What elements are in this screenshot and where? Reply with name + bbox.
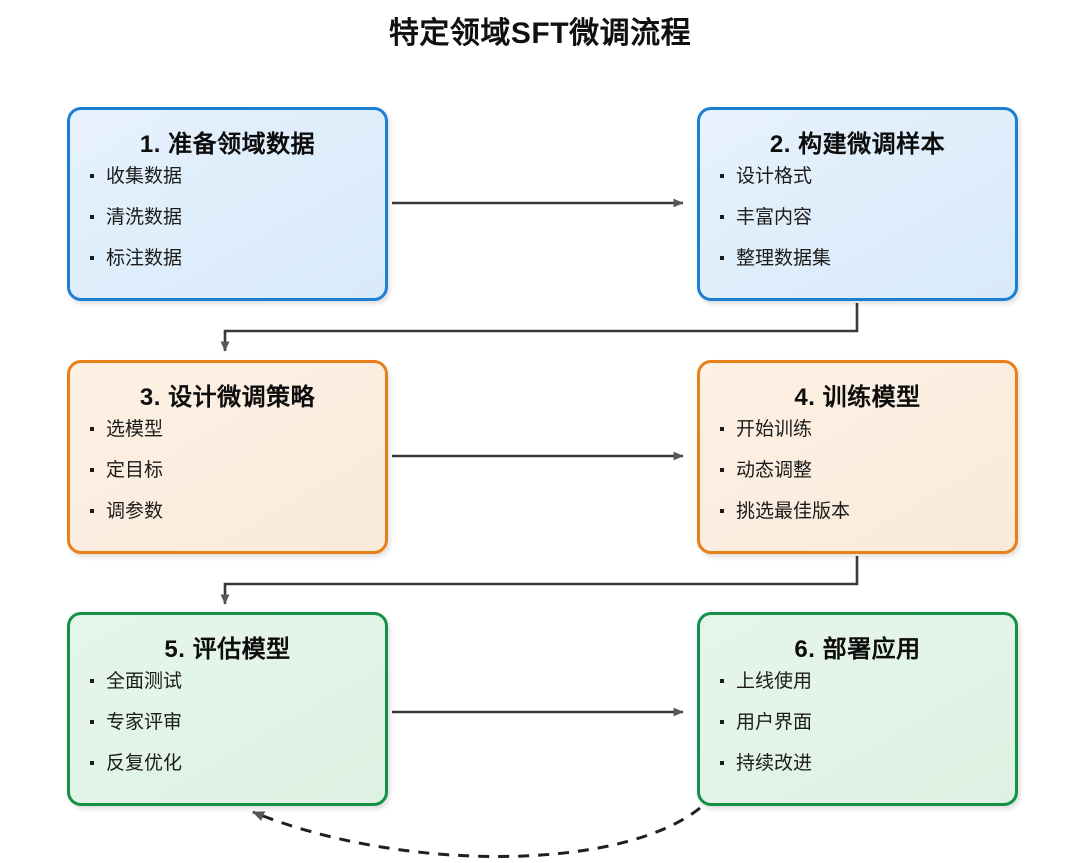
node-2-items: 设计格式 丰富内容 整理数据集: [700, 167, 1015, 268]
edge-4-to-5: [220, 556, 859, 605]
flow-node-1[interactable]: 1. 准备领域数据 收集数据 清洗数据 标注数据: [67, 107, 388, 301]
bullet-icon: [90, 509, 94, 513]
bullet-icon: [720, 679, 724, 683]
node-1-title: 1. 准备领域数据: [139, 131, 316, 158]
flow-node-2[interactable]: 2. 构建微调样本 设计格式 丰富内容 整理数据集: [697, 107, 1018, 301]
node-1-items: 收集数据 清洗数据 标注数据: [70, 167, 385, 268]
bullet-icon: [90, 468, 94, 472]
bullet-icon: [720, 468, 724, 472]
node-4-title: 4. 训练模型: [794, 384, 921, 411]
item-label: 调参数: [106, 501, 164, 522]
bullet-icon: [720, 761, 724, 765]
item-label: 设计格式: [736, 166, 813, 187]
item-label: 持续改进: [736, 753, 813, 774]
list-item: 定目标: [90, 461, 385, 480]
bullet-icon: [720, 174, 724, 178]
node-6-items: 上线使用 用户界面 持续改进: [700, 672, 1015, 773]
item-label: 动态调整: [736, 460, 813, 481]
item-label: 整理数据集: [736, 248, 832, 269]
flow-node-4[interactable]: 4. 训练模型 开始训练 动态调整 挑选最佳版本: [697, 360, 1018, 554]
item-label: 专家评审: [106, 712, 183, 733]
list-item: 专家评审: [90, 713, 385, 732]
list-item: 调参数: [90, 502, 385, 521]
list-item: 选模型: [90, 420, 385, 439]
bullet-icon: [90, 215, 94, 219]
list-item: 用户界面: [720, 713, 1015, 732]
edge-6-to-5-feedback: [252, 806, 701, 858]
bullet-icon: [720, 215, 724, 219]
item-label: 丰富内容: [736, 207, 813, 228]
list-item: 上线使用: [720, 672, 1015, 691]
list-item: 丰富内容: [720, 208, 1015, 227]
item-label: 标注数据: [106, 248, 183, 269]
item-label: 清洗数据: [106, 207, 183, 228]
list-item: 设计格式: [720, 167, 1015, 186]
bullet-icon: [720, 256, 724, 260]
item-label: 选模型: [106, 419, 164, 440]
list-item: 动态调整: [720, 461, 1015, 480]
node-3-items: 选模型 定目标 调参数: [70, 420, 385, 521]
item-label: 反复优化: [106, 753, 183, 774]
bullet-icon: [90, 256, 94, 260]
bullet-icon: [90, 174, 94, 178]
list-item: 整理数据集: [720, 249, 1015, 268]
node-5-title: 5. 评估模型: [164, 636, 291, 663]
node-4-items: 开始训练 动态调整 挑选最佳版本: [700, 420, 1015, 521]
item-label: 收集数据: [106, 166, 183, 187]
flow-node-5[interactable]: 5. 评估模型 全面测试 专家评审 反复优化: [67, 612, 388, 806]
list-item: 反复优化: [90, 754, 385, 773]
list-item: 标注数据: [90, 249, 385, 268]
node-5-items: 全面测试 专家评审 反复优化: [70, 672, 385, 773]
item-label: 定目标: [106, 460, 164, 481]
bullet-icon: [720, 427, 724, 431]
node-6-title: 6. 部署应用: [794, 636, 921, 663]
bullet-icon: [90, 761, 94, 765]
list-item: 清洗数据: [90, 208, 385, 227]
bullet-icon: [90, 427, 94, 431]
list-item: 开始训练: [720, 420, 1015, 439]
bullet-icon: [90, 679, 94, 683]
item-label: 挑选最佳版本: [736, 501, 851, 522]
node-3-title: 3. 设计微调策略: [139, 384, 316, 411]
list-item: 挑选最佳版本: [720, 502, 1015, 521]
list-item: 全面测试: [90, 672, 385, 691]
bullet-icon: [720, 509, 724, 513]
item-label: 用户界面: [736, 712, 813, 733]
bullet-icon: [720, 720, 724, 724]
bullet-icon: [90, 720, 94, 724]
page-title: 特定领域SFT微调流程: [388, 17, 692, 50]
list-item: 持续改进: [720, 754, 1015, 773]
list-item: 收集数据: [90, 167, 385, 186]
edge-2-to-3: [220, 303, 859, 352]
flow-node-6[interactable]: 6. 部署应用 上线使用 用户界面 持续改进: [697, 612, 1018, 806]
flow-node-3[interactable]: 3. 设计微调策略 选模型 定目标 调参数: [67, 360, 388, 554]
item-label: 全面测试: [106, 671, 183, 692]
node-2-title: 2. 构建微调样本: [769, 131, 946, 158]
item-label: 开始训练: [736, 419, 813, 440]
item-label: 上线使用: [736, 671, 813, 692]
